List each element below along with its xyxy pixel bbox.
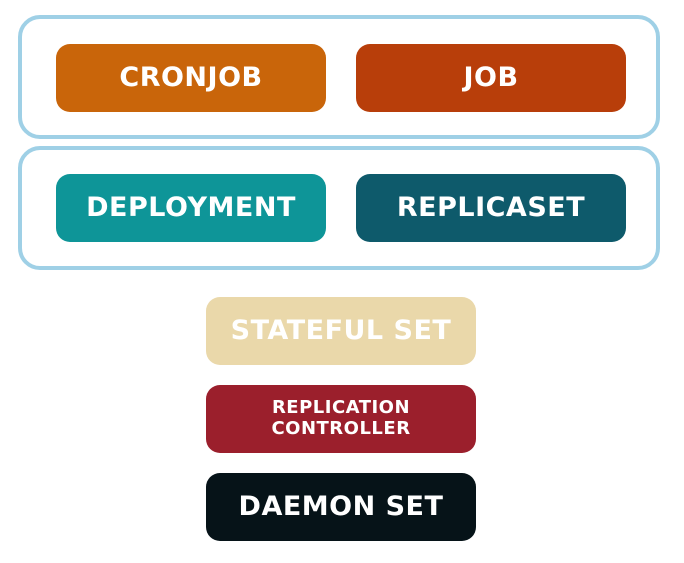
deployment-box: DEPLOYMENT [56, 174, 326, 242]
replication-controller-box: REPLICATION CONTROLLER [206, 385, 476, 453]
statefulset-box: STATEFUL SET [206, 297, 476, 365]
daemonset-box: DAEMON SET [206, 473, 476, 541]
replicaset-box: REPLICASET [356, 174, 626, 242]
job-box: JOB [356, 44, 626, 112]
cronjob-box: CRONJOB [56, 44, 326, 112]
